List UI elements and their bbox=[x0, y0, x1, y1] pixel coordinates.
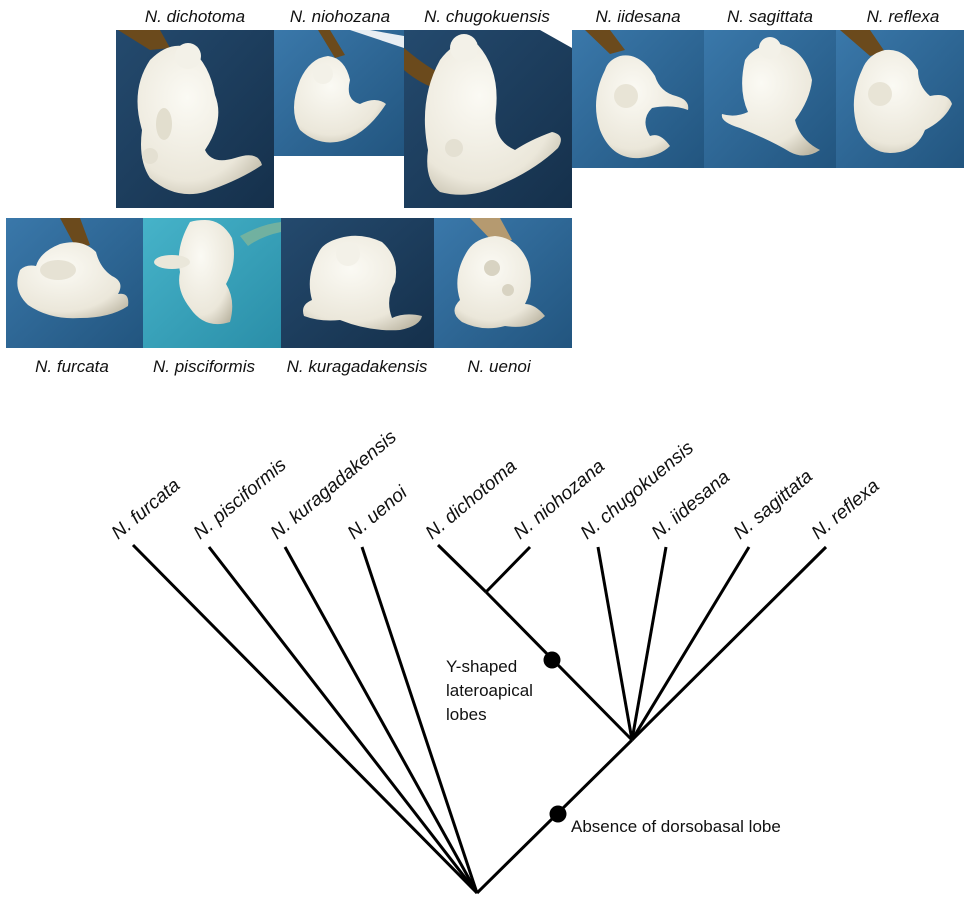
specimen-image bbox=[454, 236, 545, 329]
branch-iidesana bbox=[630, 546, 668, 741]
photo-label: N. sagittata bbox=[727, 7, 813, 26]
branch-uenoi bbox=[360, 546, 479, 894]
photo-label: N. dichotoma bbox=[145, 7, 245, 26]
branch-niohozana bbox=[484, 545, 532, 594]
branch-reflexa bbox=[630, 545, 828, 742]
photo-reflexa bbox=[836, 30, 964, 168]
photo-label: N. furcata bbox=[35, 357, 109, 376]
annotation-dorsobasal: Absence of dorsobasal lobe bbox=[571, 817, 781, 836]
branch-kuragadakensis bbox=[283, 546, 479, 894]
photo-label: N. pisciformis bbox=[153, 357, 256, 376]
phylogenetic-tree: Y-shaped lateroapical lobes Absence of d… bbox=[108, 426, 884, 895]
top-photo-row bbox=[116, 30, 964, 208]
specimen-image bbox=[721, 44, 820, 156]
photo-furcata bbox=[6, 218, 143, 348]
top-photo-labels: N. dichotoma N. niohozana N. chugokuensi… bbox=[145, 7, 939, 26]
photo-label: N. kuragadakensis bbox=[287, 357, 428, 376]
branch-dichotoma bbox=[436, 543, 488, 594]
annotation-y-shaped: Y-shaped lateroapical lobes bbox=[446, 657, 538, 724]
photo-dichotoma bbox=[116, 30, 274, 208]
bottom-photo-labels: N. furcata N. pisciformis N. kuragadaken… bbox=[35, 357, 532, 376]
taxon-label: N. sagittata bbox=[730, 466, 817, 544]
photo-label: N. chugokuensis bbox=[424, 7, 550, 26]
specimen-image bbox=[137, 45, 262, 195]
node-marker-y-shaped bbox=[543, 651, 561, 669]
bottom-photo-row bbox=[6, 218, 572, 348]
branch-y-clade-stem bbox=[484, 590, 634, 742]
branch-furcata bbox=[131, 543, 479, 895]
photo-chugokuensis bbox=[404, 30, 572, 208]
annotation-line: Y-shaped bbox=[446, 657, 517, 676]
photo-sagittata bbox=[704, 30, 836, 168]
taxon-label: N. dichotoma bbox=[422, 456, 521, 544]
photo-kuragadakensis bbox=[281, 218, 434, 348]
annotation-line: lateroapical bbox=[446, 681, 533, 700]
specimen-image bbox=[424, 42, 561, 195]
specimen-image bbox=[303, 235, 422, 331]
taxon-label: N. reflexa bbox=[808, 475, 884, 543]
specimen-image bbox=[17, 242, 129, 319]
photo-uenoi bbox=[434, 218, 572, 348]
photo-label: N. iidesana bbox=[595, 7, 680, 26]
annotation-line: lobes bbox=[446, 705, 487, 724]
photo-pisciformis bbox=[143, 218, 281, 348]
specimen-image bbox=[853, 49, 952, 154]
taxon-label: N. kuragadakensis bbox=[267, 426, 401, 544]
branch-chugokuensis bbox=[596, 546, 634, 741]
photo-label: N. niohozana bbox=[290, 7, 390, 26]
photo-label: N. uenoi bbox=[467, 357, 532, 376]
taxon-label: N. furcata bbox=[108, 475, 185, 544]
branch-pisciformis bbox=[207, 546, 479, 894]
node-marker-dorsobasal bbox=[549, 805, 567, 823]
taxon-label: N. uenoi bbox=[344, 482, 412, 544]
photo-iidesana bbox=[572, 30, 704, 168]
photo-niohozana bbox=[274, 30, 404, 156]
branch-sagittata bbox=[630, 546, 751, 741]
photo-label: N. reflexa bbox=[867, 7, 940, 26]
specimen-image bbox=[178, 220, 234, 325]
specimen-image bbox=[596, 55, 689, 159]
